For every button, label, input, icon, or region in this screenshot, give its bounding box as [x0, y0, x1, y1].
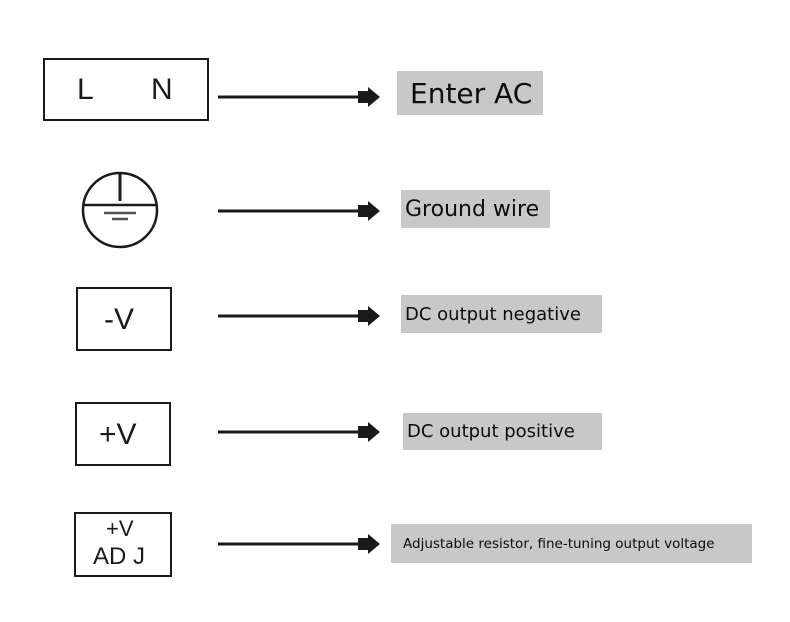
label-adjustable-resistor: Adjustable resistor, fine-tuning output …: [391, 524, 752, 563]
arrow-right-icon: [218, 87, 380, 107]
ground-icon: [81, 171, 159, 249]
terminal-adj-v-text: +V: [106, 516, 134, 541]
label-dc-output-positive: DC output positive: [403, 413, 602, 450]
arrow-right-icon: [218, 306, 380, 326]
negative-output-terminal: -V: [76, 287, 172, 351]
terminal-pos-v-text: +V: [99, 418, 137, 451]
adjust-terminal: +V AD J: [74, 512, 172, 577]
terminal-adj-text: AD J: [93, 543, 146, 570]
terminal-l-text: L: [77, 73, 94, 106]
positive-output-terminal: +V: [75, 402, 171, 466]
terminal-neg-v-text: -V: [104, 303, 134, 336]
arrow-right-icon: [218, 422, 380, 442]
arrow-right-icon: [218, 201, 380, 221]
arrow-right-icon: [218, 534, 380, 554]
label-ground-wire: Ground wire: [401, 190, 550, 228]
label-enter-ac: Enter AC: [397, 71, 543, 115]
label-dc-output-negative: DC output negative: [401, 295, 602, 333]
terminal-n-text: N: [151, 73, 173, 106]
ac-input-terminal: L N: [43, 58, 209, 121]
